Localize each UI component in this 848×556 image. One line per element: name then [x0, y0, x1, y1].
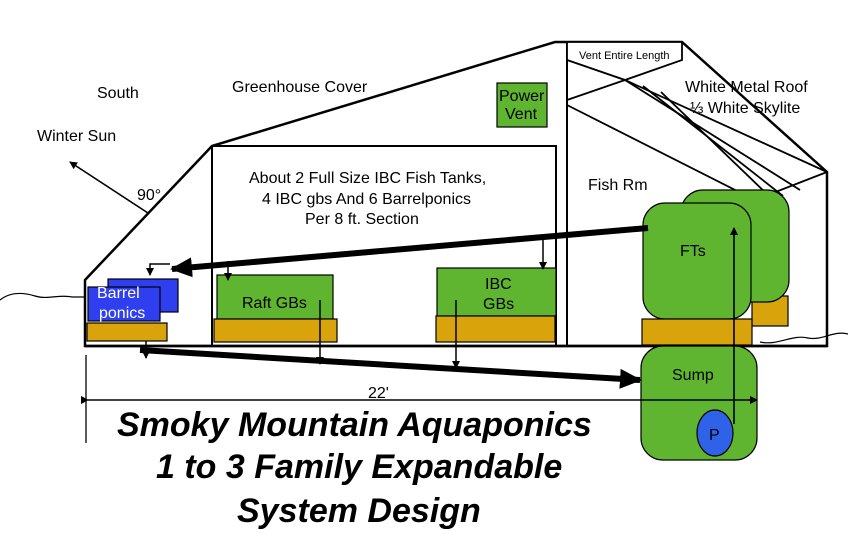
south-label: South: [97, 85, 139, 102]
section-note-line2: 4 IBC gbs And 6 Barrelponics: [262, 191, 471, 208]
section-note-line3: Per 8 ft. Section: [305, 211, 419, 228]
vent-entire-length-label: Vent Entire Length: [579, 50, 670, 62]
title-line3: System Design: [237, 492, 481, 530]
vent-box: Vent Entire Length: [566, 41, 683, 81]
raft-gbs-base: [213, 318, 338, 343]
fish-tanks-base: [641, 318, 753, 346]
roof-label-line2: ⅓ White Skylite: [690, 100, 800, 117]
fish-room-label: Fish Rm: [588, 177, 648, 194]
pump: [696, 409, 734, 457]
fish-tanks: FTs: [641, 189, 790, 346]
ibc-gbs-base: [435, 315, 556, 343]
title-line1: Smoky Mountain Aquaponics: [117, 406, 592, 444]
ground-right: [759, 332, 848, 344]
greenhouse-cover-label: Greenhouse Cover: [232, 79, 368, 96]
barrelponics: Barrel ponics: [86, 278, 179, 342]
winter-sun-label: Winter Sun: [37, 128, 116, 145]
pump-label: P: [709, 427, 720, 444]
dimension-label: 22': [368, 385, 389, 402]
ibc-gbs-label-line2: GBs: [483, 296, 514, 313]
barrelponics-label-line2: ponics: [99, 305, 145, 322]
ibc-gbs-label-line1: IBC: [485, 276, 512, 293]
power-vent-label-line1: Power: [499, 88, 545, 105]
winter-sun-arrow: [69, 161, 149, 214]
power-vent-label-line2: Vent: [505, 106, 538, 123]
roof-label-line1: White Metal Roof: [685, 79, 808, 96]
bp-branch-arrow: [146, 263, 170, 276]
barrelponics-base: [86, 322, 168, 342]
angle-label: 90°: [137, 187, 161, 204]
raft-gbs-label: Raft GBs: [242, 295, 307, 312]
fish-tanks-label: FTs: [680, 243, 706, 260]
raft-grow-beds: Raft GBs: [213, 274, 338, 343]
power-vent: [496, 82, 548, 128]
ground-left: [0, 292, 84, 301]
return-to-sump-arrow: [139, 347, 642, 389]
ibc-grow-beds: IBC GBs: [435, 267, 557, 343]
sump-label: Sump: [672, 367, 714, 384]
section-note-line1: About 2 Full Size IBC Fish Tanks,: [249, 170, 486, 187]
fish-tank-to-barrelponics-arrow: [170, 225, 649, 278]
barrelponics-label-line1: Barrel: [97, 285, 140, 302]
title-line2: 1 to 3 Family Expandable: [156, 448, 562, 486]
